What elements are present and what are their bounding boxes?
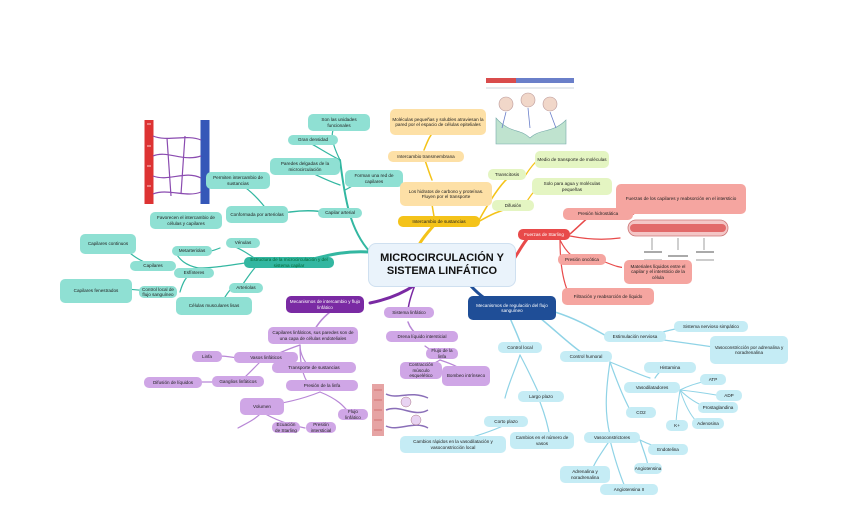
node-transcitosis: Transcitosis	[488, 169, 526, 180]
node-largo-plazo: Largo plazo	[518, 391, 564, 402]
node-ecuacion-starling: Ecuación de Starling	[272, 422, 300, 433]
node-presion-oncotica: Presión oncótica	[558, 254, 606, 265]
node-co2: CO2	[626, 407, 656, 418]
node-capilares: Capilares	[130, 261, 176, 271]
node-gran-densidad: Gran densidad	[288, 135, 338, 145]
node-presion-intersticial: Presión intersticial	[306, 422, 336, 433]
node-adenosina: Adenosina	[692, 418, 724, 429]
node-moleculas-pequenas: Moléculas pequeñas y solubles atraviesan…	[390, 109, 486, 135]
node-arteriolas: Conformada por arteriolas	[226, 206, 288, 223]
node-arteriolas-leaf: Arteriolas	[229, 283, 263, 293]
node-presion-hidrostatica: Presión hidrostática	[563, 208, 633, 220]
node-estimulacion-nerviosa: Estimulación nerviosa	[604, 331, 666, 342]
node-cambios-rapidos: Cambios rápidos en la vasodilatación y v…	[400, 436, 506, 453]
node-capilares-fenestrados: Capilares fenestrados	[60, 279, 132, 303]
node-intercambio-transmembrana: Intercambio transmembrana	[388, 151, 464, 162]
node-presion-linfa: Presión de la linfa	[286, 380, 358, 391]
node-flujo-linfa: Flujo de la linfa	[426, 348, 458, 359]
node-red-capilares: Forman una red de capilares	[345, 170, 403, 187]
node-medio-transporte: Medio de transporte de moléculas	[535, 151, 609, 168]
node-vasos-linfaticos: Vasos linfáticos	[234, 352, 298, 363]
node-mecanismos-regulacion: Mecanismos de regulación del flujo sangu…	[468, 296, 556, 320]
node-corto-plazo: Corto plazo	[484, 416, 528, 427]
node-intercambio-celulas: Favorecen el intercambio de células y ca…	[150, 212, 222, 229]
node-metarteriolas: Metarteriolas	[172, 246, 212, 256]
node-cambios-numero-vasos: Cambios en el número de vasos	[510, 432, 574, 449]
node-estructura-microcirculacion: Estructura de la microcirculación y del …	[244, 257, 334, 268]
node-capilares-continuos: Capilares continuos	[80, 234, 136, 254]
node-difusion: Difusión	[492, 200, 534, 211]
node-materiales-liquidos: Materiales líquidos entre el capilar y e…	[624, 260, 692, 284]
node-sistema-linfatico: Sistema linfático	[384, 307, 434, 318]
node-flujo-linfatico: Flujo linfático	[338, 409, 368, 420]
node-ganglios-linfaticos: Ganglios linfáticos	[212, 376, 264, 387]
node-sistema-simpatico: Sistema nervioso simpático	[674, 321, 748, 332]
node-unidades-funcionales: Son las unidades funcionales	[308, 114, 370, 131]
node-control-humoral: Control humoral	[560, 351, 612, 362]
node-drena-liquido: Drena líquido intersticial	[386, 331, 458, 342]
node-paredes-delgadas: Paredes delgadas de la microcirculación	[270, 158, 340, 175]
node-vasodilatadores: Vasodilatadores	[624, 382, 680, 393]
node-angiotensina: Angiotensina	[634, 463, 662, 474]
node-prostaglandina: Prostaglandina	[698, 402, 738, 413]
node-k-ion: K+	[666, 420, 688, 431]
central-title: MICROCIRCULACIÓN Y SISTEMA LINFÁTICO	[368, 243, 516, 287]
node-atp: ATP	[700, 374, 726, 385]
node-fuerzas-starling: Fuerzas de Starling	[518, 229, 570, 240]
node-venulas: Vénulas	[226, 238, 260, 248]
node-intercambio-sustancias: Permiten intercambio de sustancias	[206, 172, 270, 189]
capillary-network-illustration	[137, 116, 217, 208]
node-hidratos-carbono: Los hidratos de carbono y proteínas. Flu…	[400, 182, 492, 206]
node-linfa: Linfa	[192, 351, 222, 362]
node-agua-moleculas: Solo para agua y moléculas pequeñas	[532, 178, 612, 195]
node-adrenalina-noradrenalina: Adrenalina y noradrenalina	[560, 466, 610, 483]
node-capilar-arterial: Capilar arterial	[318, 208, 362, 218]
node-difusion-liquidos: Difusión de líquidos	[144, 377, 202, 388]
node-vasoconstrictores: Vasoconstrictores	[584, 432, 640, 443]
node-angiotensina-ii: Angiotensina II	[600, 484, 658, 495]
lymphatic-vessel-illustration	[370, 380, 434, 440]
node-volumen: Volumen	[240, 398, 284, 415]
node-presion-hidrostatica-desc: Fuerzas de los capilares y reabsorción e…	[616, 184, 746, 214]
node-musculares-lisas: Células musculares lisas	[176, 297, 252, 315]
node-esfinteres: Esfínteres	[174, 268, 214, 278]
node-vasoconstriccion-adrenalina: Vasoconstricción por adrenalina y noradr…	[710, 336, 788, 364]
node-filtracion-reabsorcion: Filtración y reabsorción de líquido	[562, 288, 654, 305]
node-endotelina: Endotelina	[648, 444, 688, 455]
node-adp: ADP	[716, 390, 742, 401]
node-capilares-linfaticos: Capilares linfáticos, sus paredes son de…	[268, 327, 358, 344]
node-control-local-flujo: Control local de flujo sanguíneo	[139, 286, 177, 298]
node-transporte-sustancias: Transporte de sustancias	[272, 362, 356, 373]
node-contraccion-muscular: Contracción músculo esquelético	[400, 362, 442, 379]
node-bombeo-intrinseco: Bombeo intrínseco	[442, 366, 490, 386]
capillary-exchange-illustration	[480, 68, 580, 150]
node-intercambio-sustancias-main: Intercambio de sustancias	[398, 216, 480, 227]
node-mecanismos-intercambio-linfatico: Mecanismos de intercambio y flujo linfát…	[286, 296, 364, 313]
node-histamina: Histamina	[644, 362, 696, 373]
node-control-local: Control local	[498, 342, 542, 353]
